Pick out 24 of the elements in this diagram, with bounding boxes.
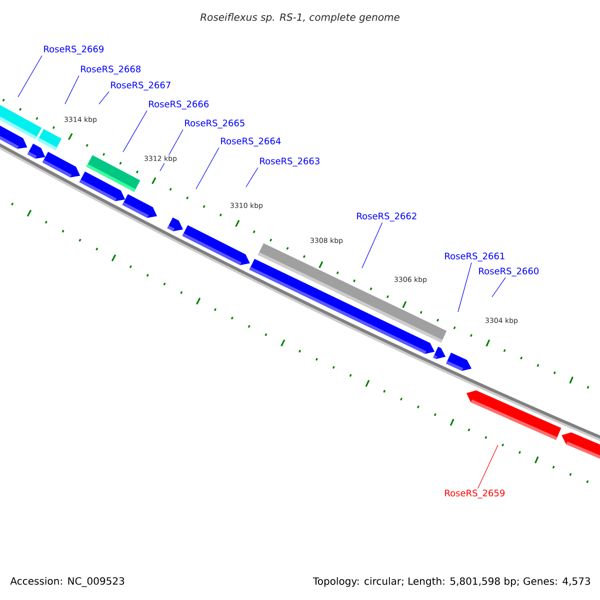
leader-line <box>478 444 498 489</box>
gene-label: RoseRS_2664 <box>221 138 281 146</box>
leader-line <box>492 277 506 298</box>
leader-line <box>122 110 148 152</box>
gene-label: RoseRS_2668 <box>81 66 141 74</box>
leader-line <box>362 222 383 268</box>
leader-line <box>18 55 42 98</box>
accession-text: Accession: NC_009523 <box>10 577 124 587</box>
gene-label: RoseRS_2669 <box>44 46 104 54</box>
leader-line <box>98 91 110 104</box>
title: Roseiflexus sp. RS-1, complete genome <box>200 13 400 23</box>
gene-label: RoseRS_2661 <box>445 252 504 262</box>
gene-label: RoseRS_2666 <box>149 100 209 110</box>
gene-label: RoseRS_2662 <box>357 212 416 222</box>
gene-label: RoseRS_2665 <box>185 120 244 128</box>
gene-label: RoseRS_2667 <box>111 82 170 90</box>
gene-label: RoseRS_2659 <box>445 490 505 498</box>
gene-label: RoseRS_2660 <box>479 268 539 276</box>
leader-line <box>196 147 220 190</box>
leader-line <box>64 75 80 104</box>
gene-label: RoseRS_2663 <box>260 158 320 166</box>
leader-line <box>246 167 258 188</box>
genome-info-text: Topology: circular; Length: 5,801,598 bp; Genes: 4,573 <box>312 577 590 587</box>
leader-line <box>458 262 472 312</box>
